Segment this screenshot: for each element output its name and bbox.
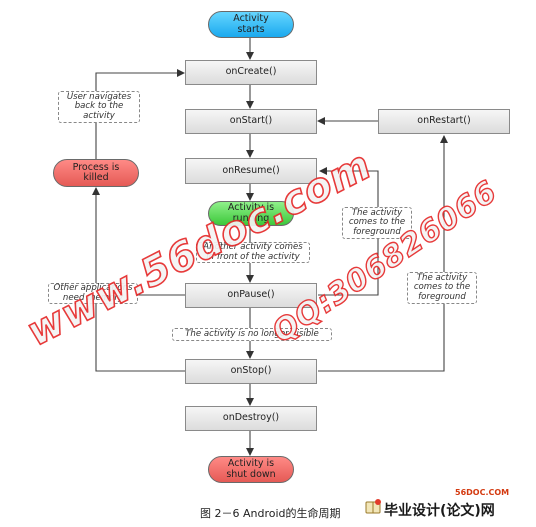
node-process-killed: Process is killed [53, 159, 139, 187]
node-on-pause: onPause() [185, 283, 317, 308]
edge-stop-restart [318, 135, 448, 372]
node-on-resume: onResume() [185, 158, 317, 184]
node-activity-running: Activity is running [208, 201, 294, 226]
edge-stop-killed [95, 295, 186, 372]
node-on-start: onStart() [185, 109, 317, 134]
label-user-navigates-back: User navigates back to the activity [58, 91, 140, 123]
label-comes-to-foreground-2: The activity comes to the foreground [407, 272, 477, 304]
label-comes-to-foreground-1: The activity comes to the foreground [342, 207, 412, 239]
edge-killed-create [95, 69, 185, 159]
node-activity-shut-down: Activity is shut down [208, 456, 294, 483]
label-no-longer-visible: The activity is no longer visible [172, 328, 332, 341]
book-icon [365, 499, 381, 514]
brand-name: 毕业设计(论文)网 [384, 503, 495, 519]
node-on-create: onCreate() [185, 60, 317, 85]
node-on-restart: onRestart() [378, 109, 510, 134]
node-activity-starts: Activity starts [208, 11, 294, 38]
node-on-stop: onStop() [185, 359, 317, 384]
brand-url: 56DOC.COM [455, 488, 510, 497]
label-another-activity: Another activity comes in front of the a… [196, 242, 310, 263]
figure-caption: 图 2－6 Android的生命周期 [200, 507, 341, 520]
label-other-apps-need-memory: Other applications need memory [48, 283, 138, 304]
node-on-destroy: onDestroy() [185, 406, 317, 431]
